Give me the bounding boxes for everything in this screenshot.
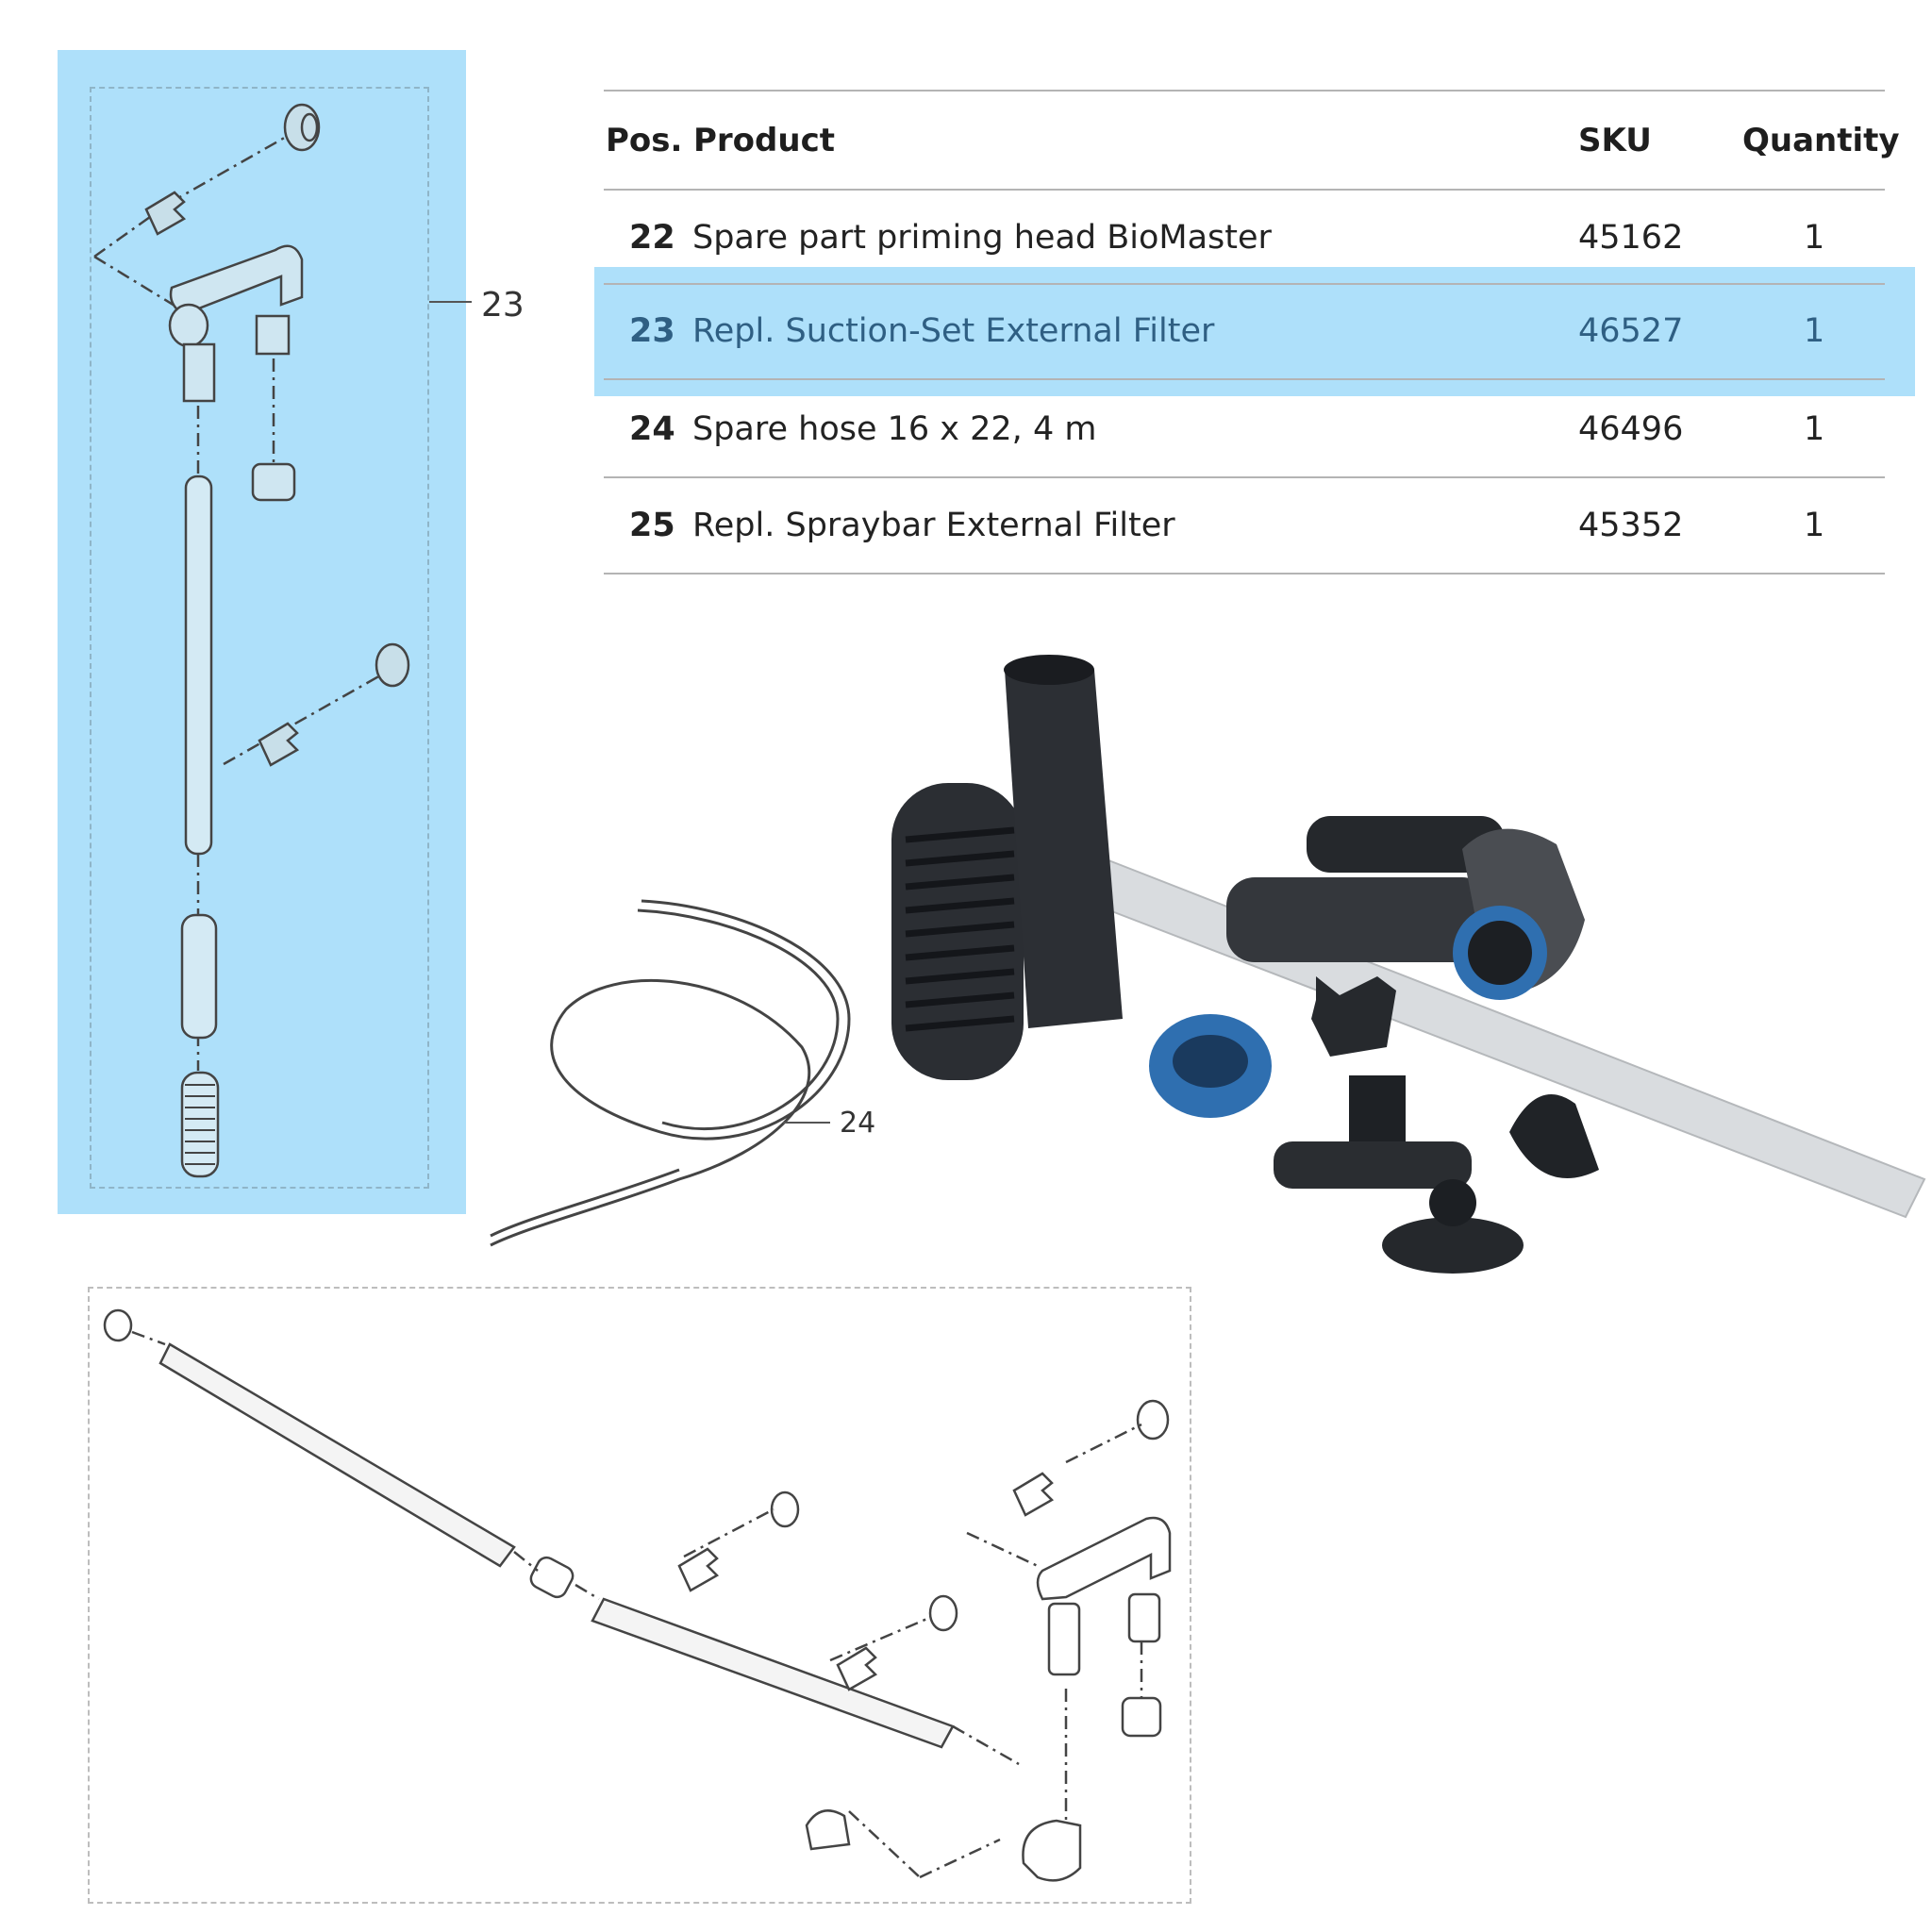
row-pos: 24 <box>629 410 675 448</box>
row-pos: 22 <box>629 219 675 257</box>
header-pos: Pos. <box>606 122 683 159</box>
callout-23-label: 23 <box>481 286 525 325</box>
row-product: Repl. Spraybar External Filter <box>692 507 1175 544</box>
strainer-icon <box>180 1071 220 1178</box>
table-row[interactable]: 22 Spare part priming head BioMaster 451… <box>604 191 1885 285</box>
row-quantity: 1 <box>1804 312 1825 350</box>
row-sku: 46527 <box>1578 312 1684 350</box>
row-quantity: 1 <box>1804 219 1825 257</box>
row-product: Spare hose 16 x 22, 4 m <box>692 410 1097 448</box>
clip-icon <box>144 191 187 236</box>
row-sku: 45352 <box>1578 507 1684 544</box>
spraybar-drawing <box>103 1308 1172 1882</box>
header-quantity: Quantity <box>1742 122 1900 159</box>
table-row[interactable]: 24 Spare hose 16 x 22, 4 m 46496 1 <box>604 382 1885 476</box>
table-row-highlighted[interactable]: 23 Repl. Suction-Set External Filter 465… <box>594 267 1915 396</box>
row-sku: 45162 <box>1578 219 1684 257</box>
row-sku: 46496 <box>1578 410 1684 448</box>
parts-photo <box>490 655 1926 1274</box>
row-quantity: 1 <box>1804 507 1825 544</box>
row-pos: 23 <box>629 312 675 350</box>
suction-set-diagram-panel <box>58 50 466 1214</box>
table-row[interactable]: 25 Repl. Spraybar External Filter 45352 … <box>604 478 1885 573</box>
suction-set-drawing <box>93 103 410 1178</box>
spraybar-diagram-frame <box>88 1287 1191 1904</box>
table-rule <box>604 476 1885 478</box>
nut-icon <box>251 462 296 502</box>
callout-24-label: 24 <box>840 1107 876 1140</box>
elbow-icon <box>169 244 304 313</box>
table-rule <box>604 573 1885 575</box>
table-rule <box>604 189 1885 191</box>
tube-icon <box>184 475 213 856</box>
row-product: Spare part priming head BioMaster <box>692 219 1272 257</box>
table-rule <box>604 283 1885 285</box>
table-rule <box>604 90 1885 92</box>
row-pos: 25 <box>629 507 675 544</box>
row-product: Repl. Suction-Set External Filter <box>692 312 1215 350</box>
row-quantity: 1 <box>1804 410 1825 448</box>
table-rule <box>604 378 1885 380</box>
header-product: Product <box>693 122 835 159</box>
header-sku: SKU <box>1578 122 1652 159</box>
suction-set-diagram-frame <box>90 87 429 1189</box>
